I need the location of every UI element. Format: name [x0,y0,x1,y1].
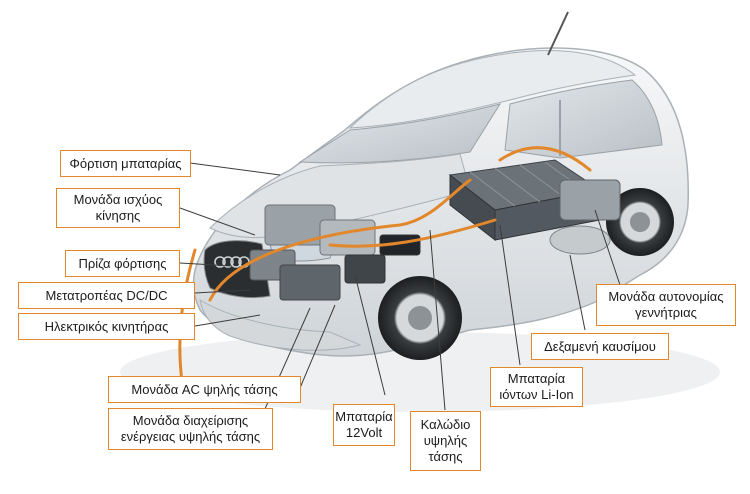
label-li-ion-battery: Μπαταρία ιόντων Li-Ion [490,367,583,407]
antenna [547,11,569,56]
side-window [504,79,663,159]
front-wheel-hub [408,306,432,330]
label-range-extender: Μονάδα αυτονομίας γεννήτριας [596,284,736,326]
label-ac-high-voltage-unit: Μονάδα AC ψηλής τάσης [108,376,301,403]
label-battery-charging: Φόρτιση μπαταρίας [60,150,191,177]
range-extender-unit [559,179,621,221]
leader-lines [179,162,621,421]
label-energy-management-unit: Μονάδα διαχείρισης ενέργειας υψηλής τάση… [108,408,273,450]
label-hv-cable: Καλώδιο υψηλής τάσης [410,411,481,471]
label-fuel-tank: Δεξαμενή καυσίμου [531,333,669,360]
label-drive-power-unit: Μονάδα ισχύος κίνησης [56,188,180,228]
label-electric-motor: Ηλεκτρικός κινητήρας [18,313,195,340]
label-charging-socket: Πρίζα φόρτισης [65,250,180,277]
front-bumper [199,298,362,351]
car-roof [348,50,637,129]
fuel-tank-shape [549,225,611,255]
label-12v-battery: Μπαταρία 12Volt [333,404,395,446]
rear-wheel-hub [630,212,650,232]
windshield [298,103,502,164]
label-dc-dc-converter: Μετατροπέας DC/DC [18,282,195,309]
